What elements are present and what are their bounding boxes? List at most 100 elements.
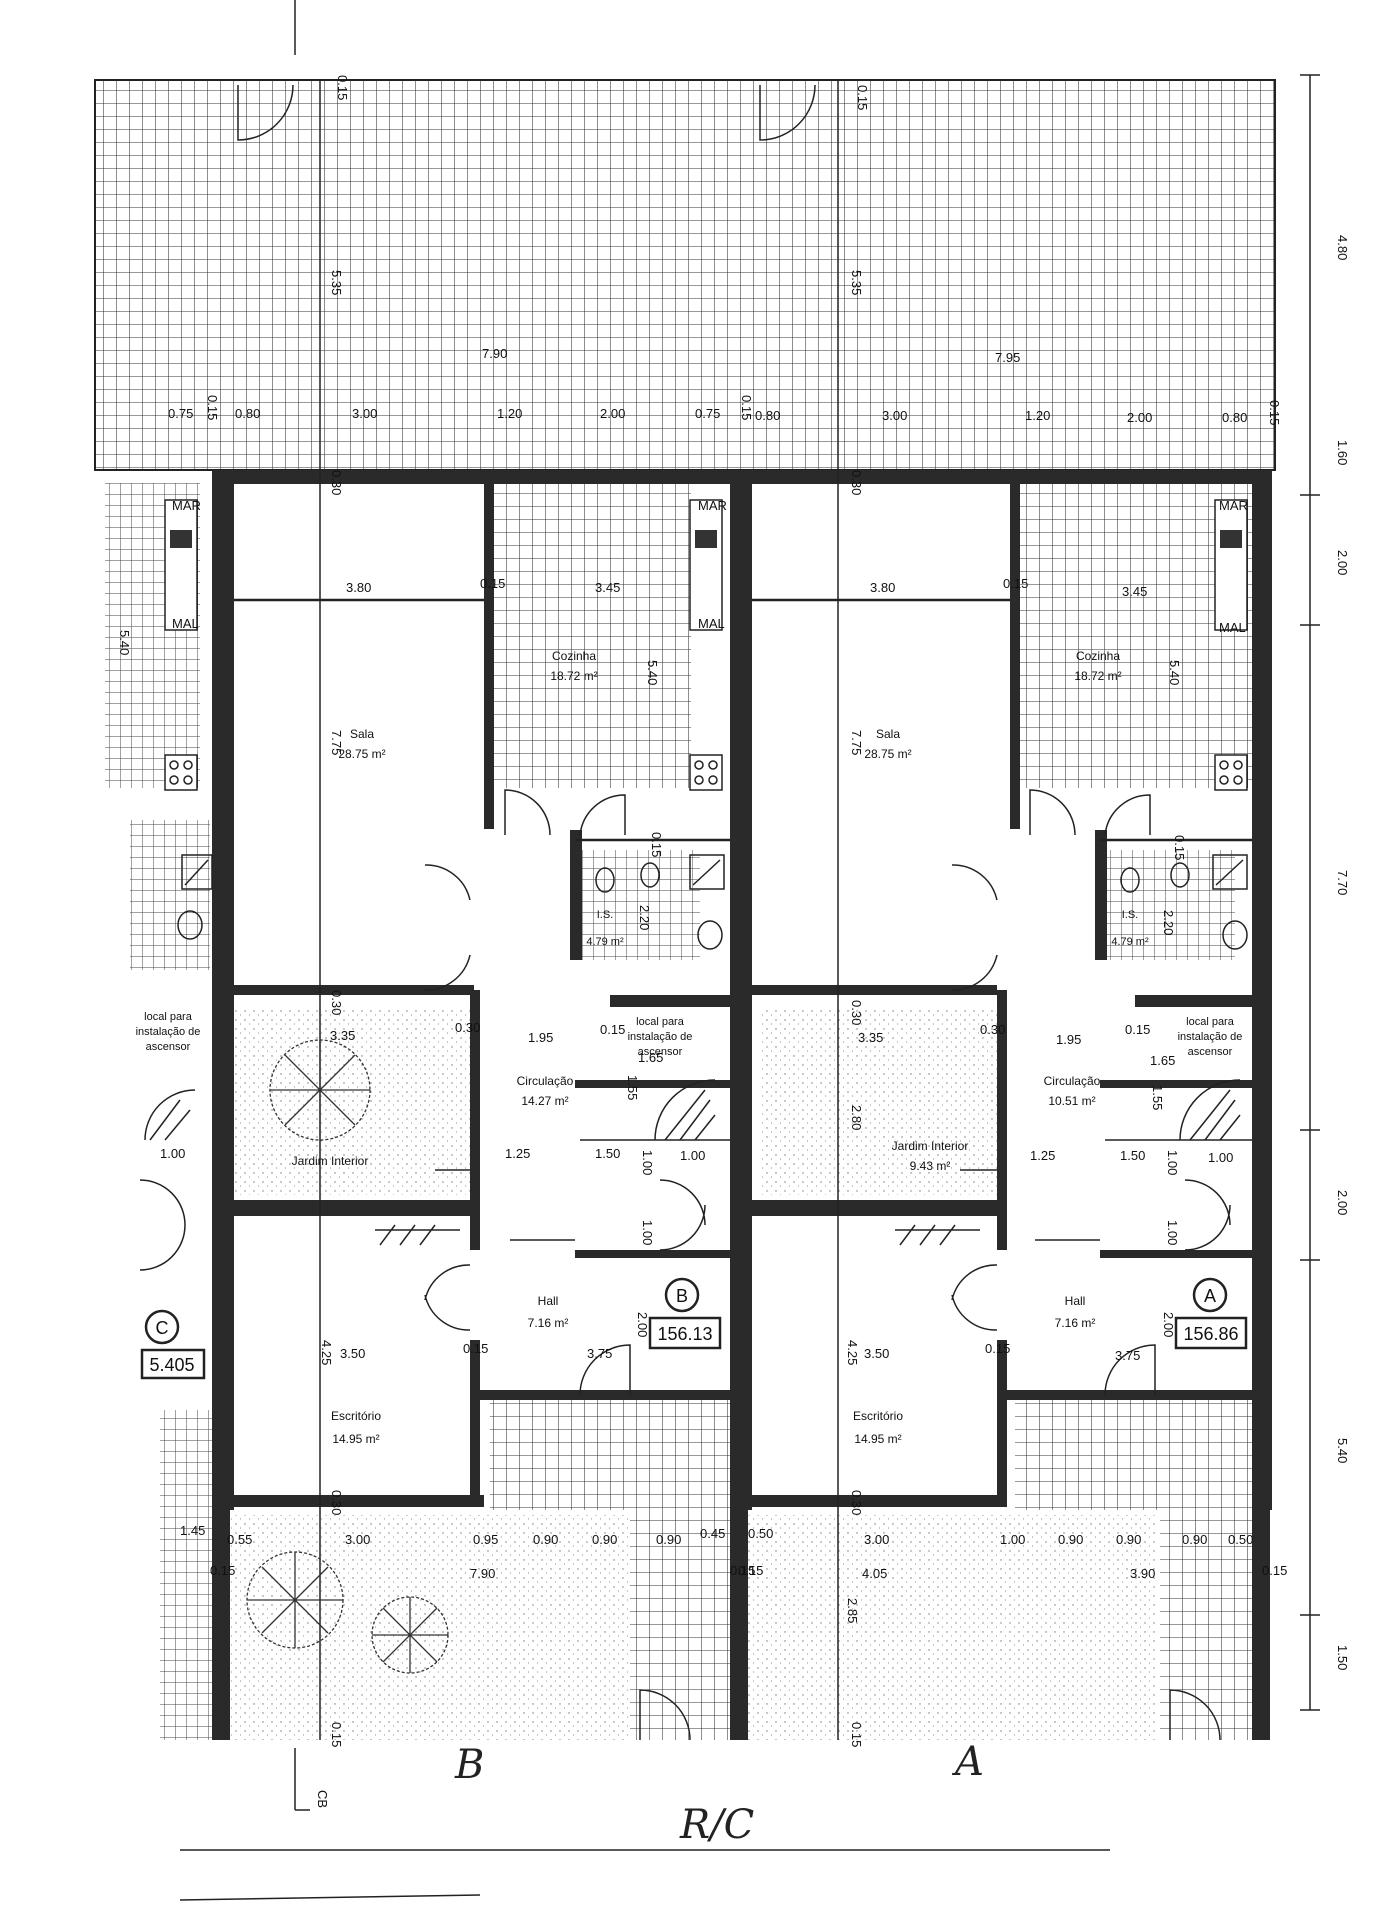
dim-st-a-1: 1.50	[1120, 1148, 1145, 1163]
dim-r2-b-2: 3.45	[595, 580, 620, 595]
room-a-circulacao-name: Circulação	[1044, 1074, 1101, 1088]
dim-v-a-0: 7.75	[849, 730, 864, 755]
dimensions-bottom: 1.45 0.55 3.00 0.95 0.90 0.90 0.90 0.45 …	[180, 1490, 1287, 1747]
dim-b-a-5: 0.90	[1182, 1532, 1207, 1547]
dim-b2-a-1: 3.90	[1130, 1566, 1155, 1581]
dim-b2-a-2: 2.85	[845, 1598, 860, 1623]
section-cb-label: CB	[315, 1790, 330, 1808]
unit-a-letter: A	[1204, 1286, 1216, 1306]
room-a-ls-name: I.S.	[1122, 909, 1139, 921]
room-c-elevator-line3: ascensor	[146, 1041, 191, 1053]
unit-b-labels: Sala 28.75 m² Cozinha 18.72 m² I.S. 4.79…	[292, 649, 693, 1446]
dim-st-a-3: 1.00	[1208, 1150, 1233, 1165]
room-a-sala-name: Sala	[876, 727, 900, 741]
dim-b-b-8: 0.30	[329, 1490, 344, 1515]
dim-b-b-9: 0.15	[329, 1722, 344, 1747]
dim-right-6: 1.50	[1335, 1645, 1350, 1670]
room-a-elevator-line3: ascensor	[1188, 1046, 1233, 1058]
dim-r1-a-0: 0.80	[755, 408, 780, 423]
label-mar-b: MAR	[698, 498, 727, 513]
dim-r3-a-5: 1.55	[1150, 1085, 1165, 1110]
dim-misc-a-1: 0.15	[1172, 835, 1187, 860]
dimensions-hall: 4.25 3.50 0.15 3.75 2.00 4.25 3.50 0.15 …	[319, 1312, 1176, 1365]
dim-top-a-t1: 0.15	[855, 85, 870, 110]
dim-st-a-0: 1.25	[1030, 1148, 1055, 1163]
dim-top-a-w: 7.95	[995, 350, 1020, 365]
dim-b-a-3: 0.90	[1058, 1532, 1083, 1547]
dim-h-b-2: 0.15	[463, 1341, 488, 1356]
dim-right-0: 4.80	[1335, 235, 1350, 260]
room-b-cozinha-name: Cozinha	[552, 649, 596, 663]
label-mar-a: MAR	[1219, 498, 1248, 513]
dim-b2-a-4: 0.15	[1262, 1563, 1287, 1578]
dim-misc-b-1: 0.15	[649, 832, 664, 857]
dim-h-a-0: 4.25	[845, 1340, 860, 1365]
room-b-elevator-line3: ascensor	[638, 1046, 683, 1058]
dim-v-b-0: 5.40	[117, 630, 132, 655]
dim-r1-b-6: 0.75	[695, 406, 720, 421]
tree-symbols	[246, 1039, 449, 1674]
dim-b-b-1: 0.55	[227, 1532, 252, 1547]
room-a-ls-area: 4.79 m²	[1111, 936, 1149, 948]
dim-r1-a-5: 0.15	[1267, 400, 1282, 425]
room-a-cozinha-name: Cozinha	[1076, 649, 1120, 663]
dim-r3-b-2: 1.95	[528, 1030, 553, 1045]
dim-v-a-1: 5.40	[1167, 660, 1182, 685]
room-a-hall-area: 7.16 m²	[1055, 1316, 1096, 1330]
dim-h-b-0: 4.25	[319, 1340, 334, 1365]
stairs	[144, 1079, 1241, 1246]
room-b-escritorio-name: Escritório	[331, 1409, 381, 1423]
room-a-circulacao-area: 10.51 m²	[1048, 1094, 1095, 1108]
dim-r3-b-0: 3.35	[330, 1028, 355, 1043]
detail-lines	[179, 0, 1320, 1901]
dim-b-a-1: 3.00	[864, 1532, 889, 1547]
dim-b-b-5: 0.90	[592, 1532, 617, 1547]
room-a-elevator-line2: instalação de	[1178, 1031, 1243, 1043]
dim-h-a-3: 3.75	[1115, 1348, 1140, 1363]
dim-r1-a-2: 1.20	[1025, 408, 1050, 423]
dim-v-b-3: 0.30	[329, 990, 344, 1015]
unit-b-area: 156.13	[657, 1324, 712, 1344]
dim-top-b-w: 7.90	[482, 346, 507, 361]
dim-b-b-0: 1.45	[180, 1523, 205, 1538]
dim-r1-a-3: 2.00	[1127, 410, 1152, 425]
unit-c-labels: local para instalação de ascensor	[136, 1011, 201, 1053]
room-b-sala-name: Sala	[350, 727, 374, 741]
dim-r3-a-2: 1.95	[1056, 1032, 1081, 1047]
dim-h-a-2: 0.15	[985, 1341, 1010, 1356]
dim-r2-a-0: 3.80	[870, 580, 895, 595]
dim-right-5: 5.40	[1335, 1438, 1350, 1463]
dim-st-b-3: 1.00	[680, 1148, 705, 1163]
dim-top-b-t1: 0.15	[335, 75, 350, 100]
room-b-elevator-line1: local para	[636, 1016, 685, 1028]
dim-b-a-4: 0.90	[1116, 1532, 1141, 1547]
dim-st-b-4: 1.00	[640, 1220, 655, 1245]
room-b-hall-name: Hall	[538, 1294, 559, 1308]
dim-st-b-0: 1.25	[505, 1146, 530, 1161]
dim-h-a-1: 3.50	[864, 1346, 889, 1361]
dim-right-4: 2.00	[1335, 1190, 1350, 1215]
unit-c-letter: C	[156, 1318, 169, 1338]
doors	[139, 84, 1231, 1741]
dim-v-b-1: 7.75	[329, 730, 344, 755]
room-b-elevator-line2: instalação de	[628, 1031, 693, 1043]
dim-misc-a-3: 2.80	[849, 1105, 864, 1130]
dim-r2-b-1: 0.15	[480, 576, 505, 591]
dim-b2-a-3: 0.15	[738, 1563, 763, 1578]
unit-badges: B 156.13 A 156.86 C 5.405	[140, 1277, 1248, 1380]
dim-b2-a-0: 4.05	[862, 1566, 887, 1581]
dimensions-vertical: 5.40 7.75 5.40 0.30 7.75 5.40 0.30	[117, 630, 1182, 1025]
dim-top-b-h: 5.35	[329, 270, 344, 295]
dimensions-top: 7.90 7.95 5.35 5.35 0.15 0.15 0.75 0.15 …	[168, 75, 1282, 495]
dim-b-b-3: 0.95	[473, 1532, 498, 1547]
dim-misc-b-3: 1.00	[160, 1146, 185, 1161]
dim-r1-b-1: 0.15	[205, 395, 220, 420]
room-b-circulacao-area: 14.27 m²	[521, 1094, 568, 1108]
room-b-ls-name: I.S.	[597, 909, 614, 921]
unit-a-labels: Sala 28.75 m² Cozinha 18.72 m² I.S. 4.79…	[853, 649, 1242, 1446]
dim-r2-b-0: 3.80	[346, 580, 371, 595]
dim-b-a-7: 0.30	[849, 1490, 864, 1515]
dim-r2-a-2: 3.45	[1122, 584, 1147, 599]
handwritten-labels: B A R/C CB	[315, 1739, 984, 1848]
dim-b2-b-1: 0.15	[210, 1563, 235, 1578]
